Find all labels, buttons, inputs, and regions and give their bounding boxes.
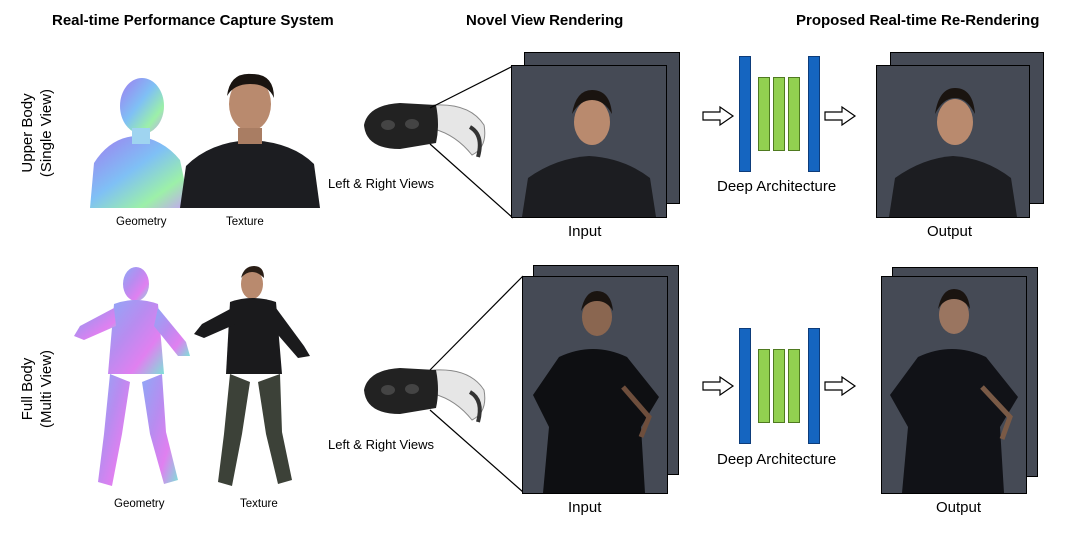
caption-geometry-full: Geometry (114, 498, 165, 510)
arrow-right-icon (824, 105, 857, 127)
network-layer-green (773, 349, 785, 423)
header-proposed-rerendering: Proposed Real-time Re-Rendering (796, 12, 1040, 29)
perspective-lines-full (429, 275, 524, 493)
network-layer-blue (739, 56, 751, 172)
header-novel-view-rendering: Novel View Rendering (466, 12, 624, 29)
vr-headset-icon (364, 368, 486, 423)
input-person-upper (522, 90, 656, 217)
geometry-bust-upper (90, 78, 190, 208)
arrow-right-icon (702, 105, 735, 127)
caption-input-full: Input (568, 499, 602, 516)
row-label-upper-body: Upper Body (Single View) (18, 53, 56, 213)
caption-input-upper: Input (568, 223, 602, 240)
network-layer-green (758, 349, 770, 423)
perspective-lines-upper (429, 65, 514, 219)
network-layer-green (758, 77, 770, 151)
caption-texture-upper: Texture (226, 216, 264, 228)
input-frame-full (522, 276, 668, 494)
row-label-line1: Full Body (19, 357, 36, 421)
row-label-full-body: Full Body (Multi View) (18, 309, 56, 469)
network-layer-green (788, 77, 800, 151)
network-layer-blue (739, 328, 751, 444)
caption-output-upper: Output (927, 223, 973, 240)
caption-output-full: Output (936, 499, 982, 516)
arrow-right-icon (702, 375, 735, 397)
row-label-line2: (Multi View) (38, 349, 55, 429)
output-frame-upper (876, 65, 1030, 218)
row-label-line1: Upper Body (19, 93, 36, 173)
caption-geometry-upper: Geometry (116, 216, 167, 228)
input-frame-upper (511, 65, 667, 218)
header-capture-system: Real-time Performance Capture System (52, 12, 334, 29)
texture-full-body (194, 266, 310, 486)
input-person-full (533, 291, 659, 493)
row-label-line2: (Single View) (38, 88, 55, 178)
vr-headset-icon (364, 103, 486, 158)
caption-left-right-views-full: Left & Right Views (328, 437, 434, 452)
geometry-full-body (74, 267, 190, 486)
caption-deep-architecture-full: Deep Architecture (717, 451, 837, 468)
network-layer-blue (808, 56, 820, 172)
caption-deep-architecture-upper: Deep Architecture (717, 178, 837, 195)
output-person-upper (889, 88, 1017, 217)
network-layer-green (773, 77, 785, 151)
arrow-right-icon (824, 375, 857, 397)
texture-bust-upper (180, 73, 320, 208)
caption-left-right-views-upper: Left & Right Views (328, 176, 434, 191)
caption-texture-full: Texture (240, 498, 278, 510)
output-person-full (890, 289, 1018, 493)
network-layer-blue (808, 328, 820, 444)
network-layer-green (788, 349, 800, 423)
output-frame-full (881, 276, 1027, 494)
